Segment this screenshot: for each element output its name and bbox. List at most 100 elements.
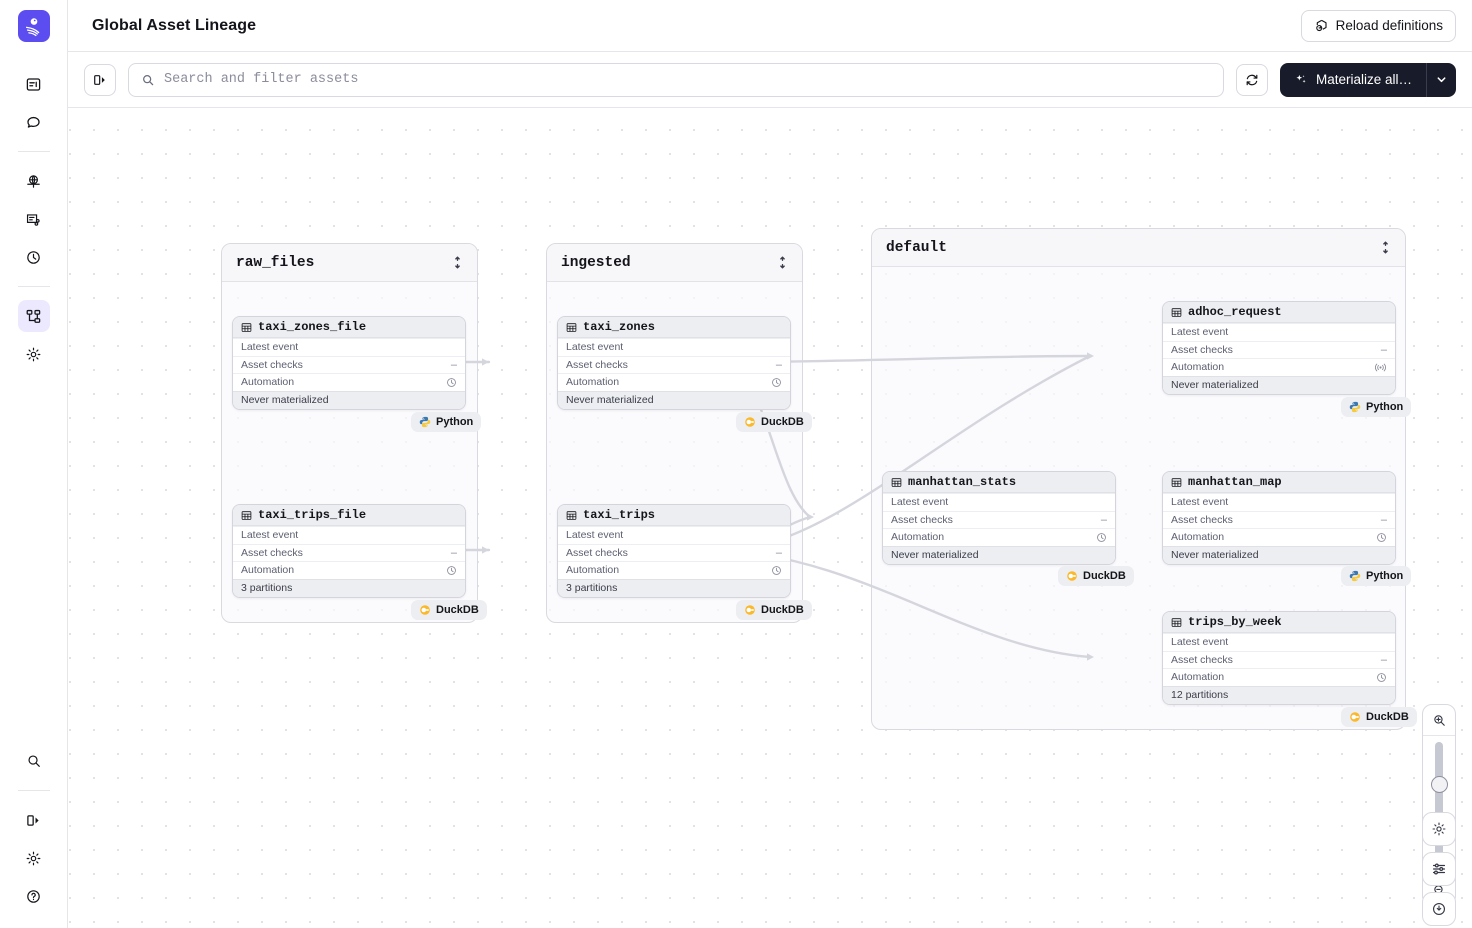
collapse-vertical-icon[interactable] [452, 256, 463, 269]
asset-node-status: Never materialized [1163, 545, 1395, 564]
refresh-icon[interactable] [1235, 63, 1268, 96]
clock-icon[interactable] [1376, 672, 1387, 683]
zoom-in-icon[interactable] [1423, 705, 1455, 735]
asset-checks-value: – [775, 546, 782, 559]
main-column: Global Asset Lineage Reload definitions [68, 0, 1472, 928]
table-icon [241, 322, 252, 333]
sidebar-item-asset-lineage[interactable] [17, 300, 50, 332]
table-icon [566, 510, 577, 521]
duckdb-icon [419, 604, 431, 616]
asset-checks-value: – [1380, 653, 1387, 666]
search-input[interactable] [164, 63, 1211, 96]
asset-node-name: taxi_zones [583, 320, 656, 334]
latest-event-label: Latest event [891, 496, 949, 509]
asset-node-name: taxi_trips [583, 508, 656, 522]
asset-node-header: manhattan_stats [883, 472, 1115, 493]
asset-checks-label: Asset checks [241, 546, 303, 559]
asset-kind-tag-python[interactable]: Python [411, 412, 482, 432]
gear-icon[interactable] [18, 842, 50, 874]
jobs-icon[interactable] [18, 203, 50, 235]
search-field[interactable] [128, 62, 1224, 97]
table-icon [1171, 617, 1182, 628]
asset-node-name: taxi_zones_file [258, 320, 367, 334]
runs-icon[interactable] [18, 106, 50, 138]
materialize-options-button[interactable] [1426, 62, 1456, 97]
search-icon [141, 73, 155, 87]
asset-checks-value: – [1380, 343, 1387, 356]
asset-node-header: taxi_zones_file [233, 317, 465, 338]
deployment-icon[interactable] [18, 165, 50, 197]
clock-icon[interactable] [1096, 532, 1107, 543]
asset-kind-label: DuckDB [1366, 711, 1409, 723]
latest-event-label: Latest event [566, 341, 624, 354]
asset-kind-label: Python [1366, 401, 1404, 413]
graph-settings-button[interactable] [1422, 812, 1456, 846]
asset-checks-value: – [1100, 513, 1107, 526]
collapse-vertical-icon[interactable] [777, 256, 788, 269]
latest-event-label: Latest event [241, 529, 299, 542]
asset-kind-tag-duckdb[interactable]: DuckDB [411, 600, 487, 620]
reload-definitions-button[interactable]: Reload definitions [1300, 9, 1456, 42]
asset-kind-tag-python[interactable]: Python [1341, 397, 1412, 417]
asset-node-name: adhoc_request [1188, 305, 1282, 319]
asset-kind-tag-duckdb[interactable]: DuckDB [1058, 566, 1134, 586]
dagster-logo-icon[interactable] [17, 10, 50, 42]
duckdb-icon [1349, 711, 1361, 723]
reload-definitions-icon [1314, 18, 1329, 33]
clock-icon[interactable] [1376, 532, 1387, 543]
asset-node-header: taxi_trips_file [233, 505, 465, 526]
asset-node-checks-row: Asset checks– [233, 543, 465, 561]
overview-icon[interactable] [18, 68, 50, 100]
clock-icon[interactable] [771, 565, 782, 576]
asset-node-automation-row: Automation [558, 561, 790, 579]
asset-kind-tag-duckdb[interactable]: DuckDB [736, 600, 812, 620]
asset-node-name: manhattan_map [1188, 475, 1282, 489]
asset-checks-label: Asset checks [1171, 343, 1233, 356]
help-icon[interactable] [18, 880, 50, 912]
asset-node-automation-row: Automation [558, 373, 790, 391]
clock-icon[interactable] [18, 241, 50, 273]
asset-checks-label: Asset checks [1171, 653, 1233, 666]
asset-node-latest-event-row: Latest event [1163, 633, 1395, 651]
gear-icon[interactable] [18, 338, 50, 370]
latest-event-label: Latest event [241, 341, 299, 354]
sensor-icon[interactable] [1374, 362, 1387, 373]
chevron-down-icon [1436, 74, 1447, 85]
clock-icon[interactable] [446, 377, 457, 388]
recenter-graph-button[interactable] [1422, 892, 1456, 926]
asset-checks-label: Asset checks [891, 513, 953, 526]
search-icon[interactable] [18, 745, 50, 777]
clock-icon[interactable] [771, 377, 782, 388]
zoom-slider-knob[interactable] [1430, 775, 1448, 793]
clock-icon[interactable] [446, 565, 457, 576]
panel-toggle-icon[interactable] [18, 804, 50, 836]
materialize-all-button[interactable]: Materialize all… [1279, 62, 1426, 97]
panel-toggle-icon[interactable] [84, 63, 116, 96]
asset-checks-value: – [775, 358, 782, 371]
automation-label: Automation [1171, 361, 1225, 374]
asset-kind-tag-python[interactable]: Python [1341, 566, 1412, 586]
graph-filters-button[interactable] [1422, 852, 1456, 886]
asset-node-name: manhattan_stats [908, 475, 1017, 489]
collapse-vertical-icon[interactable] [1380, 241, 1391, 254]
python-icon [419, 416, 431, 428]
asset-kind-tag-duckdb[interactable]: DuckDB [736, 412, 812, 432]
latest-event-label: Latest event [1171, 496, 1229, 509]
asset-group-header: raw_files [222, 244, 477, 282]
automation-label: Automation [241, 376, 295, 389]
asset-kind-tag-duckdb[interactable]: DuckDB [1341, 707, 1417, 727]
asset-kind-label: DuckDB [1083, 570, 1126, 582]
rail-divider-1 [17, 151, 50, 152]
automation-label: Automation [1171, 671, 1225, 684]
asset-node-status: Never materialized [1163, 375, 1395, 394]
